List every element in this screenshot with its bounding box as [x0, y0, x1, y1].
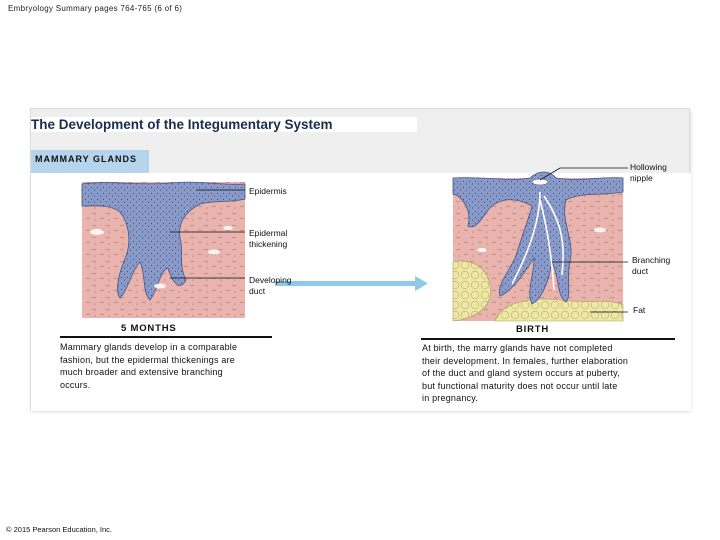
copyright-footer: © 2015 Pearson Education, Inc.: [6, 525, 113, 534]
fat-region-left: [452, 260, 491, 322]
fat-region-bottom: [494, 298, 624, 322]
stage-birth: BIRTH: [516, 324, 550, 335]
label-developing-duct-line2: duct: [249, 286, 266, 296]
desc-left-line1: Mammary glands develop in a comparable: [60, 342, 238, 352]
desc-left-line4: occurs.: [60, 379, 91, 390]
desc-right-line2: their development. In females, further e…: [422, 355, 629, 366]
label-developing-duct-line1: Developing: [249, 275, 292, 285]
label-hollowing-nipple-line2: nipple: [630, 173, 653, 183]
label-epidermis: Epidermis: [249, 186, 287, 196]
label-branching-duct-line1: Branching: [632, 255, 671, 265]
epidermis-birth: [452, 171, 624, 305]
development-arrow: [275, 276, 428, 291]
stage-five-months: 5 MONTHS: [121, 323, 177, 334]
label-branching-duct-line2: duct: [632, 266, 649, 276]
label-epidermal-thickening: Epidermal thickening: [249, 228, 287, 250]
epidermis-layer: [81, 181, 246, 301]
page-title: The Development of the Integumentary Sys…: [31, 117, 417, 132]
label-hollowing-nipple: Hollowing nipple: [630, 162, 667, 184]
label-hollowing-nipple-line1: Hollowing: [630, 162, 667, 172]
desc-right-line4: but functional maturity does not occur u…: [422, 380, 618, 391]
label-fat: Fat: [633, 305, 646, 315]
right-divider: [421, 338, 675, 340]
desc-right-line3: of the duct and gland system occurs at p…: [422, 368, 620, 378]
description-five-months: Mammary glands develop in a comparable f…: [60, 341, 275, 391]
desc-right-line1: At birth, the marry glands have not comp…: [422, 343, 613, 353]
desc-left-line3: much broader and extensive branching: [60, 367, 223, 377]
five-month-illustration: [81, 181, 246, 318]
left-divider: [60, 336, 272, 338]
desc-right-line5: in pregnancy.: [422, 393, 478, 403]
label-developing-duct: Developing duct: [249, 275, 292, 297]
label-branching-duct: Branching duct: [632, 255, 670, 277]
birth-illustration: [452, 167, 628, 322]
label-epidermal-thickening-line2: thickening: [249, 239, 288, 249]
label-epidermal-thickening-line1: Epidermal: [249, 228, 288, 238]
desc-left-line2: fashion, but the epidermal thickenings a…: [60, 354, 236, 365]
section-tag: MAMMARY GLANDS: [31, 150, 149, 173]
header-text: Embryology Summary pages 764-765 (6 of 6…: [8, 4, 183, 13]
description-birth: At birth, the marry glands have not comp…: [422, 342, 684, 405]
